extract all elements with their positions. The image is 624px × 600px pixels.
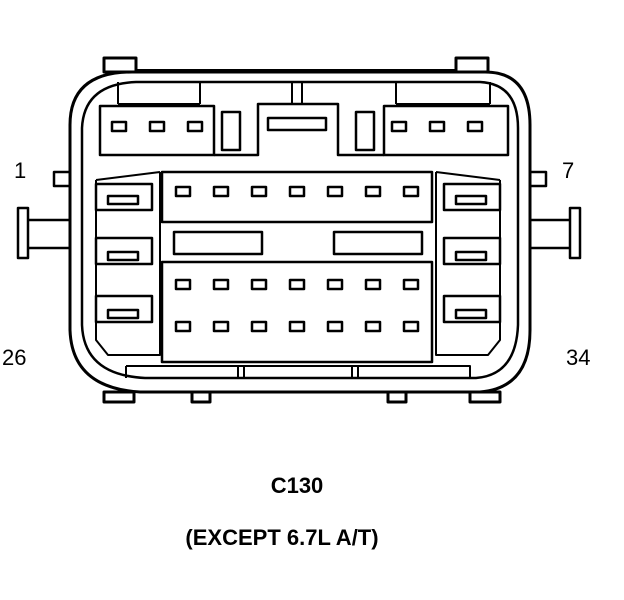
pin-cavity xyxy=(326,320,344,333)
top-center-bar xyxy=(266,116,328,132)
pin-cavity xyxy=(212,185,230,198)
connector-id: C130 xyxy=(270,473,324,498)
pin-cavity xyxy=(390,120,408,133)
pin-cavity xyxy=(212,320,230,333)
pin-cavity xyxy=(402,185,420,198)
vertical-slot-right xyxy=(354,110,376,152)
center-upper-pins xyxy=(174,185,420,198)
terminal-slot xyxy=(106,194,140,206)
pin-cavity xyxy=(326,278,344,291)
pin-cavity xyxy=(186,120,204,133)
top-tab-left xyxy=(102,56,138,74)
center-lower-block xyxy=(160,260,434,364)
pin-cavity xyxy=(428,120,446,133)
right-side-cavities xyxy=(435,171,502,356)
pin-cavity xyxy=(250,320,268,333)
pin-cavity xyxy=(364,185,382,198)
connector-note: (EXCEPT 6.7L A/T) xyxy=(185,525,379,550)
pin-cavity xyxy=(250,185,268,198)
top-tab-right xyxy=(454,56,490,74)
pin-label-top-right: 7 xyxy=(562,158,575,183)
pin-cavity xyxy=(326,185,344,198)
center-lower-pins-row2 xyxy=(174,320,420,333)
pin-cavity xyxy=(364,278,382,291)
upper-left-pins xyxy=(110,120,204,133)
pin-cavity xyxy=(110,120,128,133)
pin-cavity xyxy=(250,278,268,291)
upper-right-ledge xyxy=(395,82,491,105)
terminal-slot xyxy=(454,308,488,320)
left-latch xyxy=(16,170,72,260)
pin-label-bottom-left: 26 xyxy=(2,345,27,370)
bottom-tab-left xyxy=(102,390,136,404)
connector-face-diagram xyxy=(16,56,582,404)
terminal-slot xyxy=(454,250,488,262)
bottom-tab-right xyxy=(468,390,502,404)
center-upper-block xyxy=(160,170,434,224)
upper-right-pins xyxy=(390,120,484,133)
pin-cavity xyxy=(174,278,192,291)
upper-right-compartment xyxy=(382,104,510,157)
pin-label-top-left: 1 xyxy=(14,158,27,183)
terminal-slot xyxy=(106,250,140,262)
bottom-tab-mid-right xyxy=(386,390,408,404)
pin-cavity xyxy=(288,320,306,333)
middle-bar-left xyxy=(172,230,264,256)
upper-left-ledge xyxy=(117,82,201,105)
bottom-rail xyxy=(125,365,471,378)
middle-bar-right xyxy=(332,230,424,256)
vertical-slot-left xyxy=(220,110,242,152)
pin-cavity xyxy=(174,185,192,198)
pin-cavity xyxy=(288,278,306,291)
connector-outer-shell xyxy=(68,70,532,394)
pin-cavity xyxy=(402,320,420,333)
pin-cavity xyxy=(466,120,484,133)
pin-cavity xyxy=(364,320,382,333)
center-lower-pins-row1 xyxy=(174,278,420,291)
terminal-slot xyxy=(106,308,140,320)
terminal-slot xyxy=(454,194,488,206)
pin-label-bottom-right: 34 xyxy=(566,345,591,370)
pin-cavity xyxy=(212,278,230,291)
bottom-tab-mid-left xyxy=(190,390,212,404)
pin-cavity xyxy=(288,185,306,198)
left-side-cavities xyxy=(94,171,161,356)
pin-cavity xyxy=(148,120,166,133)
pin-cavity xyxy=(402,278,420,291)
center-key-channel xyxy=(214,102,384,157)
right-latch xyxy=(528,170,582,260)
connector-inner-shell xyxy=(80,80,520,380)
pin-cavity xyxy=(174,320,192,333)
